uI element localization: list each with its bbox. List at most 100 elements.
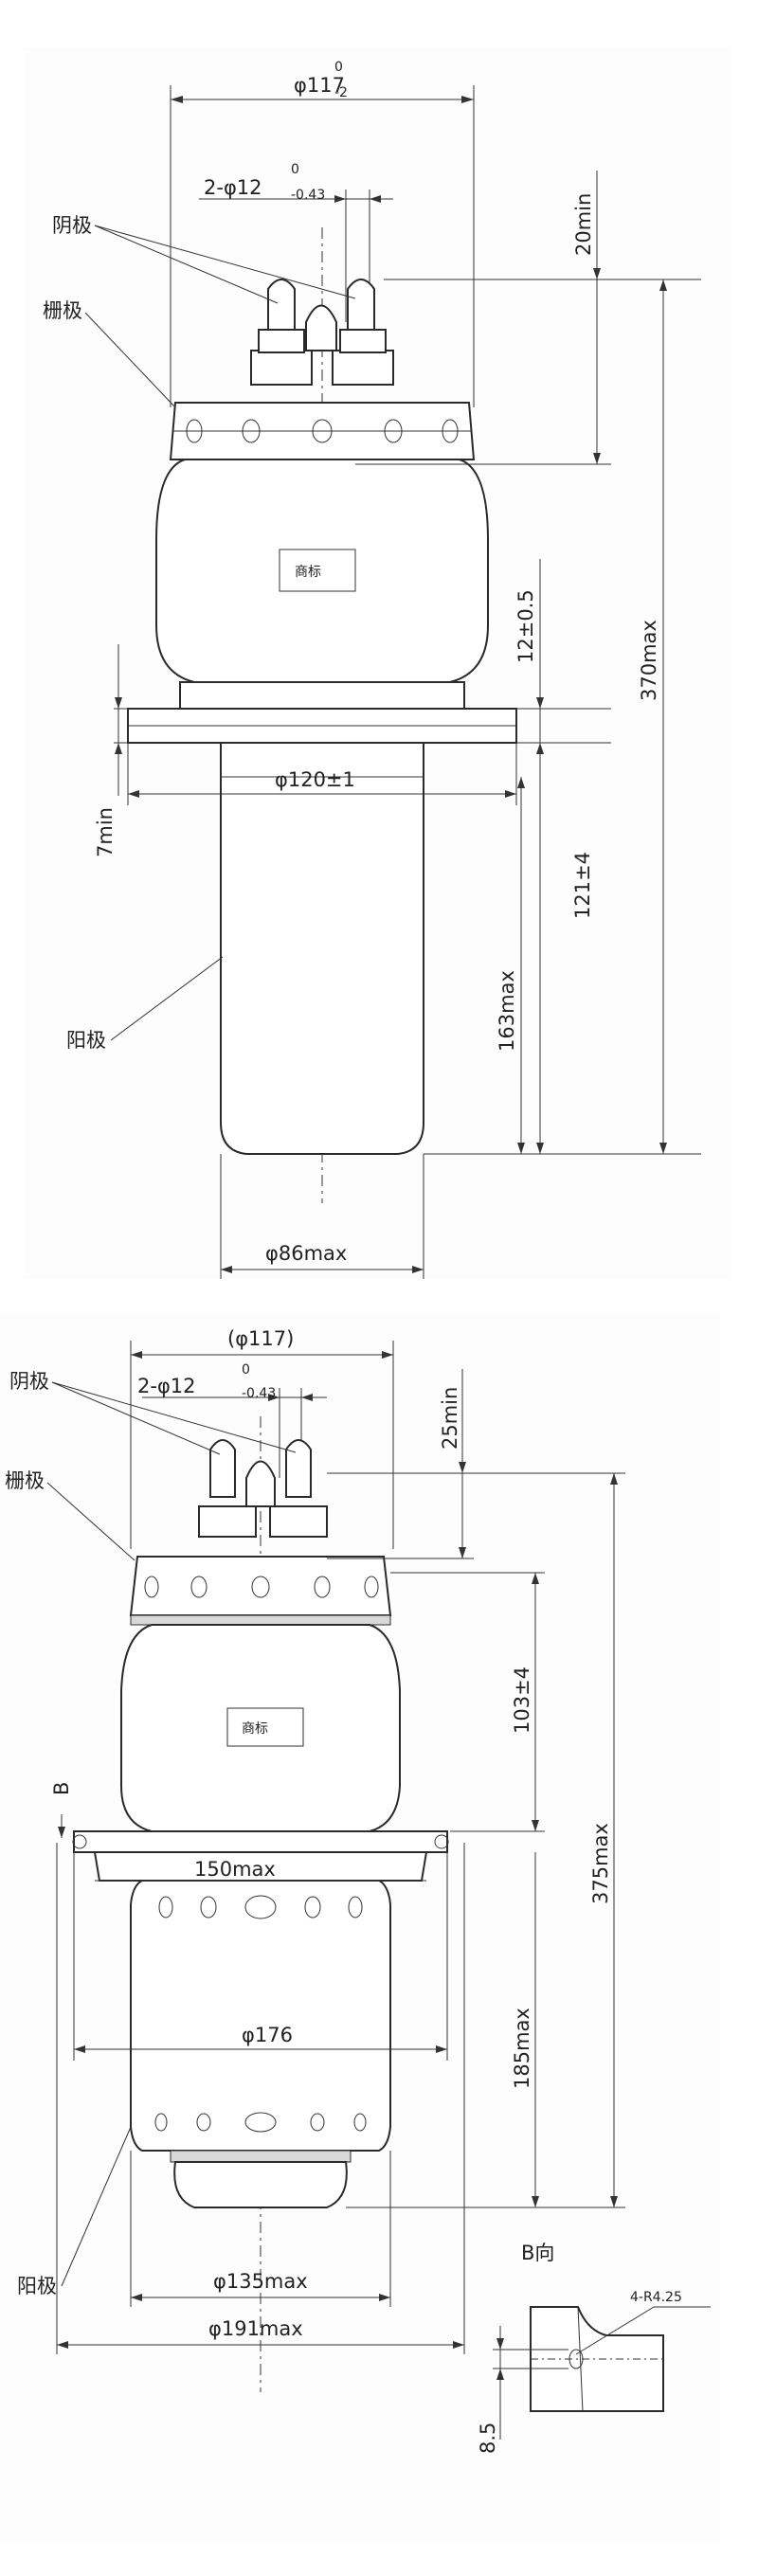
dim-121: 121±4 — [571, 852, 594, 919]
flange — [73, 1830, 448, 1853]
anode-holes-top — [158, 1895, 363, 1919]
arrow — [370, 195, 381, 203]
dim-phi117-tol-upper: 0 — [334, 60, 343, 75]
ceramic-body — [155, 459, 489, 683]
cathode-pin-right — [347, 279, 375, 333]
dim-185: 185max — [511, 2008, 533, 2089]
grid-hole — [364, 1576, 379, 1598]
arrow — [74, 2045, 85, 2053]
arrow — [593, 268, 601, 279]
drawing-1: φ117 0 -2 2-φ12 0 -0.43 商标 φ120±1 — [43, 60, 701, 1279]
anode-hole — [244, 1895, 277, 1919]
dim-pin-diameter: 2-φ12 — [137, 1375, 196, 1397]
center-post — [305, 304, 337, 351]
label-grid: 栅极 — [43, 299, 82, 322]
dim-phi117: (φ117) — [227, 1327, 294, 1350]
pin-base-left — [250, 350, 313, 386]
grid-hole — [251, 1576, 270, 1598]
anode-hole — [310, 2113, 325, 2132]
anode-cap — [173, 2161, 348, 2208]
cathode-pin-left — [209, 1439, 236, 1498]
anode-hole — [348, 1896, 363, 1918]
arrow — [610, 1473, 618, 1485]
dim-25min: 25min — [439, 1387, 461, 1450]
label-grid: 栅极 — [5, 1469, 45, 1492]
anode-hole — [244, 2112, 277, 2133]
arrow — [610, 2196, 618, 2207]
anode-hole — [158, 1896, 173, 1918]
arrow — [221, 1266, 232, 1273]
dim-phi86: φ86max — [265, 1242, 347, 1265]
grid-ring-band — [130, 1614, 391, 1626]
grid-hole — [314, 1576, 331, 1598]
arrow — [459, 1462, 466, 1473]
label-anode: 阳极 — [17, 2275, 57, 2297]
grid-ring — [129, 1556, 392, 1616]
anode-hole — [200, 1896, 217, 1918]
dim-phi135: φ135max — [213, 2270, 308, 2293]
arrow — [131, 1351, 142, 1359]
grid-hole — [144, 1576, 159, 1598]
arrow — [532, 2196, 539, 2207]
arrow — [301, 1394, 313, 1401]
dim-pin-tol-lower: -0.43 — [242, 1386, 276, 1401]
leader-anode — [61, 2126, 132, 2287]
dim-phi191: φ191max — [208, 2317, 303, 2340]
arrow — [379, 2294, 390, 2301]
trademark-label: 商标 — [242, 1721, 268, 1737]
arrow — [517, 777, 525, 788]
arrow — [115, 697, 122, 709]
flange-bolt-left — [72, 1834, 87, 1849]
anode-band — [170, 2150, 352, 2163]
dim-phi117-tol-lower: -2 — [334, 85, 348, 100]
arrow — [412, 1266, 424, 1273]
dim-375: 375max — [589, 1823, 612, 1904]
grid-hole — [312, 419, 333, 443]
pin-collar-right — [339, 329, 387, 353]
anode-body — [130, 1880, 391, 2152]
dim-7min: 7min — [94, 807, 117, 857]
dim-phi176: φ176 — [242, 2024, 293, 2046]
label-cathode: 阴极 — [52, 214, 92, 237]
dim-20min: 20min — [572, 193, 595, 256]
leader-grid — [46, 1482, 135, 1561]
dim-pin-tol-upper: 0 — [291, 162, 299, 177]
leader-cathode-1 — [51, 1381, 221, 1455]
arrow — [115, 743, 122, 754]
grid-hole — [190, 1576, 208, 1598]
grid-hole — [442, 419, 459, 443]
drawing-2: (φ117) 2-φ12 0 -0.43 商标 — [5, 1327, 711, 2454]
arrow — [382, 1351, 393, 1359]
leader-grid — [84, 312, 176, 408]
detail-edge — [577, 2306, 584, 2412]
dim-phi120: φ120±1 — [275, 768, 355, 791]
detail-8-5: 8.5 — [477, 2423, 499, 2454]
pin-collar-left — [258, 329, 305, 353]
anode-holes-bottom — [154, 2112, 367, 2133]
grid-holes — [186, 419, 459, 443]
pin-base-right — [332, 350, 394, 386]
pin-base-left — [198, 1505, 257, 1538]
arrow — [496, 2338, 504, 2350]
dim-150: 150max — [194, 1858, 276, 1881]
grid-hole — [242, 419, 261, 443]
dim-pin-tol-lower: -0.43 — [291, 188, 325, 203]
arrow — [58, 1827, 65, 1838]
arrow — [496, 2369, 504, 2380]
arrow — [536, 1143, 544, 1154]
arrow — [334, 195, 346, 203]
anode-hole — [154, 2113, 168, 2132]
arrow — [593, 453, 601, 464]
label-anode: 阳极 — [66, 1029, 106, 1052]
arrow — [461, 96, 474, 103]
leader-anode — [110, 956, 224, 1041]
grid-hole — [186, 419, 203, 443]
dim-phi117: φ117 — [294, 74, 345, 97]
trademark-box — [226, 1707, 304, 1747]
dim-pin-tol-upper: 0 — [242, 1362, 250, 1378]
center-post — [245, 1460, 276, 1507]
dim-pin-diameter: 2-φ12 — [204, 176, 262, 199]
leader-cathode-2 — [51, 1381, 297, 1453]
neck — [179, 681, 465, 710]
arrow — [131, 2294, 142, 2301]
